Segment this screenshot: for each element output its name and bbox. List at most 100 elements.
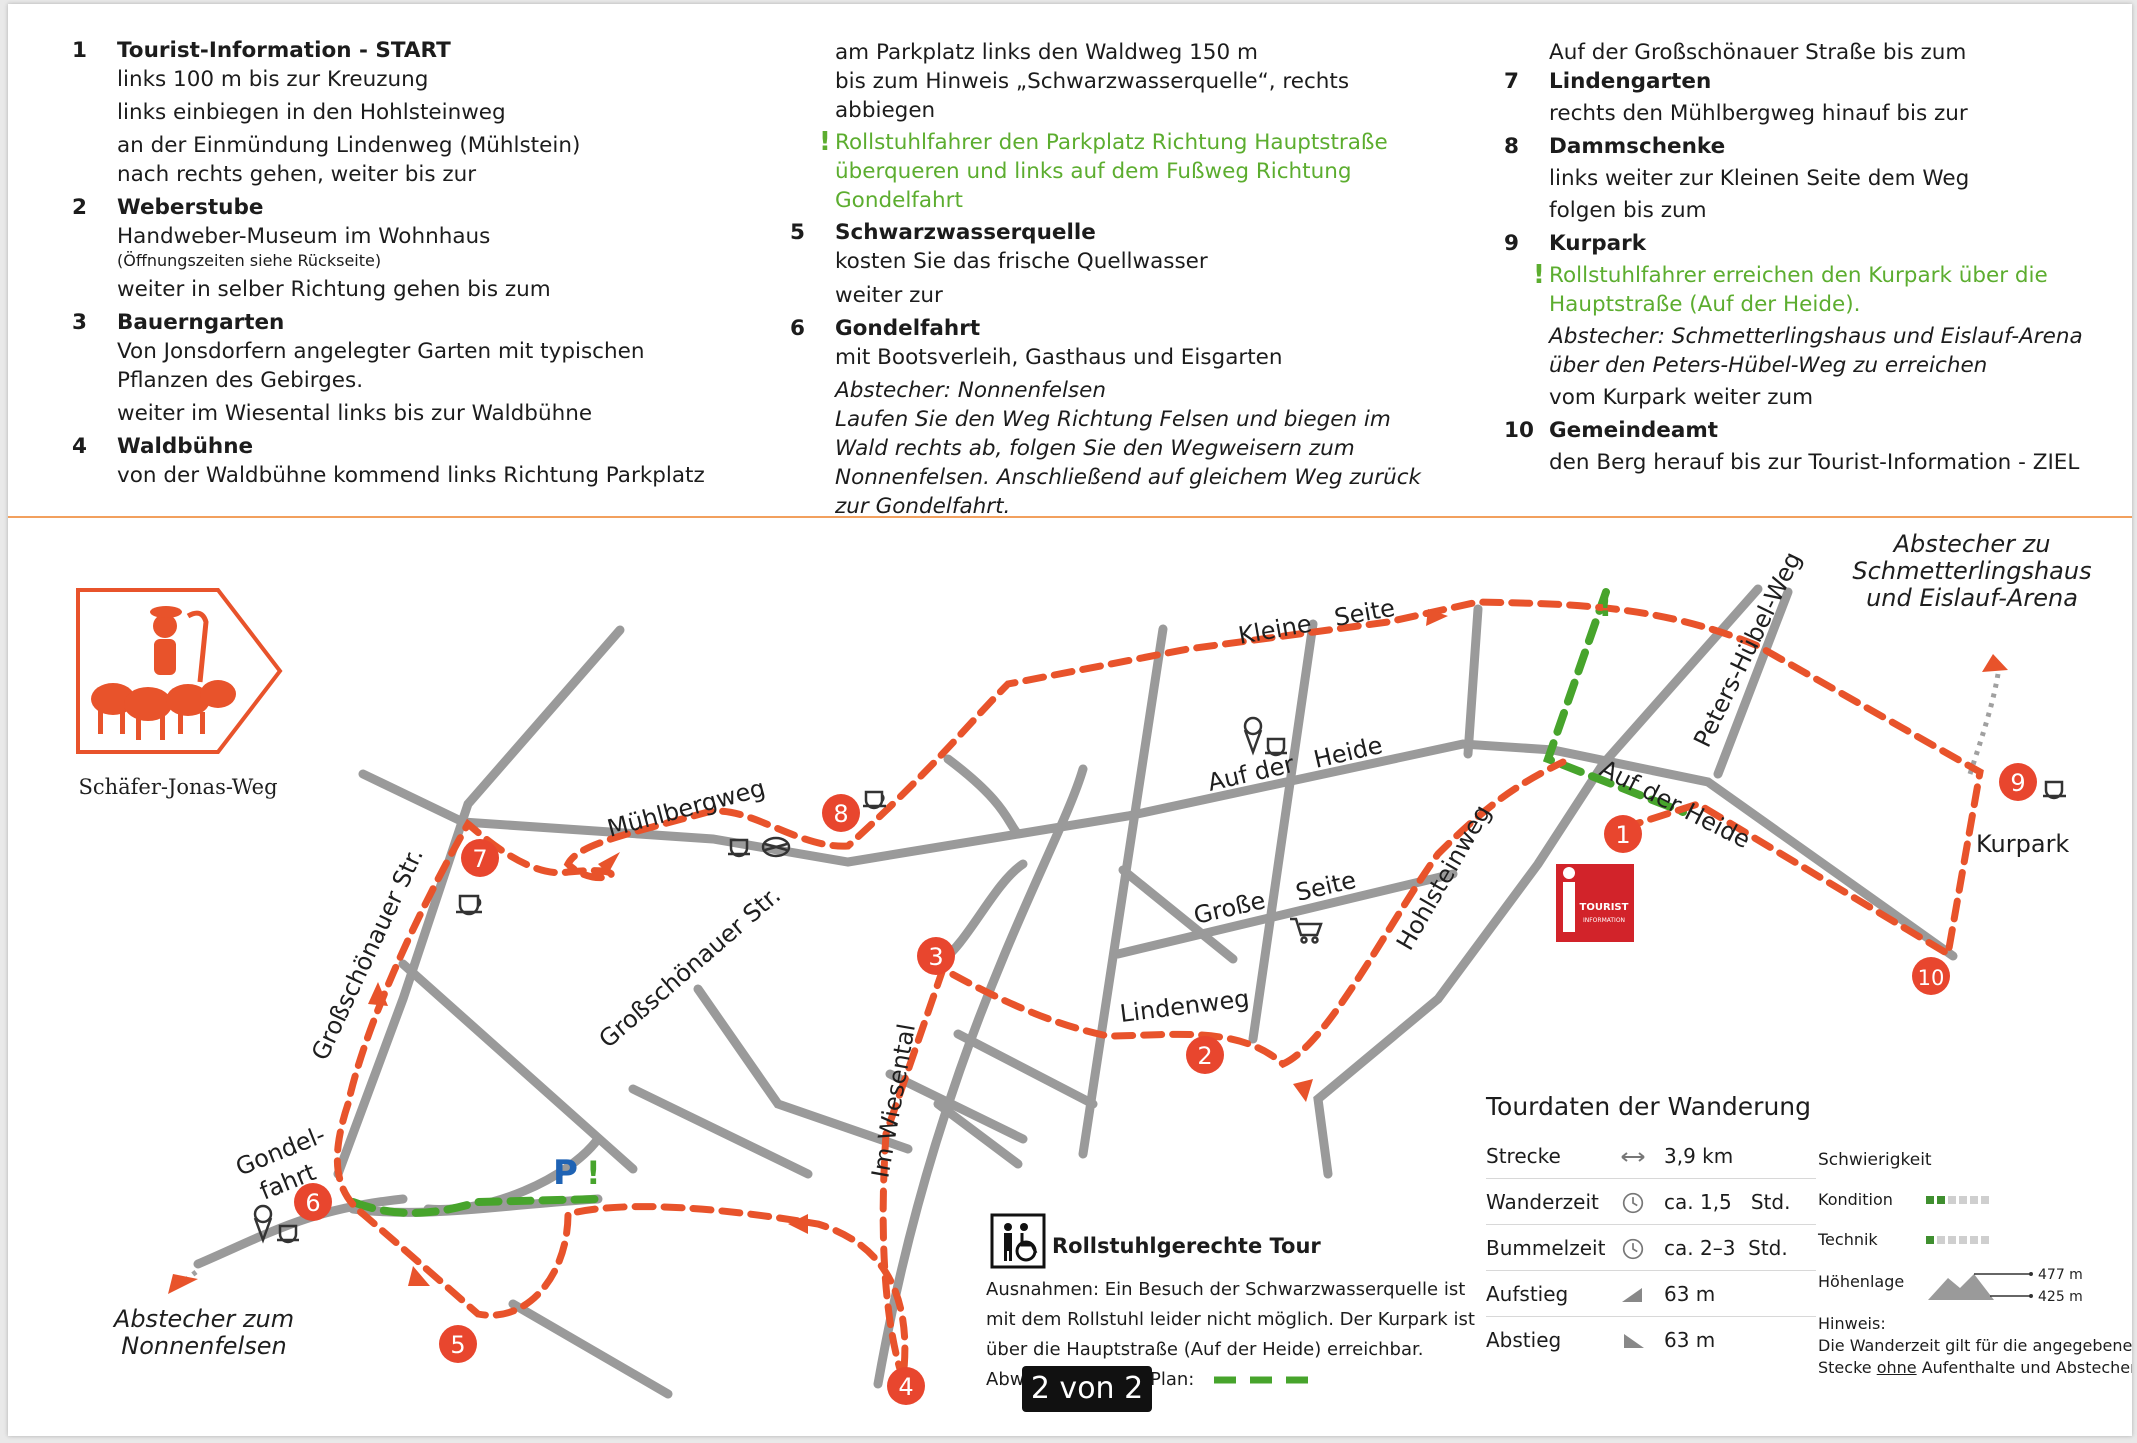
tour-value: 3,9 km	[1664, 1144, 1734, 1168]
page-counter: 2 von 2	[1022, 1366, 1152, 1412]
station-8: 8 Dammschenke links weiter zur Kleinen S…	[1504, 132, 2124, 225]
note-line: Die Wanderzeit gilt für die angegebene	[1818, 1336, 2132, 1355]
rating-dot	[1959, 1236, 1967, 1244]
station-title: Gondelfahrt	[835, 316, 981, 341]
marker-6: 6	[294, 1183, 332, 1221]
station-4: 4 Waldbühne von der Waldbühne kommend li…	[72, 432, 712, 490]
directions-column-2: am Parkplatz links den Waldweg 150 m bis…	[790, 38, 1430, 525]
marker-3: 3	[917, 937, 955, 975]
altitude-max: 477 m	[2038, 1267, 2083, 1283]
detour-label: Abstecher zu	[1892, 530, 2051, 558]
route-map: 1 2 3 4 5 6 7 8 9 10 Kleine Seite Mühlbe…	[76, 530, 2092, 1405]
cafe-icon	[863, 790, 886, 810]
detour-arrow-icon	[168, 1274, 198, 1294]
station-title: Gemeindeamt	[1549, 418, 1719, 443]
direction-line: Handweber-Museum im Wohnhaus	[117, 224, 491, 249]
station-number: 5	[790, 220, 805, 245]
wheelchair-hint: ! Rollstuhlfahrer den Parkplatz Richtung…	[819, 128, 1430, 215]
warning-icon: !	[819, 127, 831, 157]
warning-icon: !	[586, 1154, 601, 1192]
fitness-label: Kondition	[1818, 1190, 1893, 1209]
opening-hours-note: (Öffnungszeiten siehe Rückseite)	[117, 251, 382, 270]
rating-dot	[1948, 1196, 1956, 1204]
tour-row-descent: Abstieg 63 m	[1486, 1322, 1816, 1362]
rating-dot	[1959, 1196, 1967, 1204]
rating-dot	[1937, 1196, 1945, 1204]
station-number: 10	[1504, 418, 1534, 443]
directions-column-3: Auf der Großschönauer Straße bis zum 7 L…	[1504, 38, 2124, 481]
station-title: Waldbühne	[117, 434, 254, 459]
rating-dot	[1926, 1196, 1934, 1204]
detour-line: zur Gondelfahrt.	[835, 494, 1011, 519]
station-number: 4	[72, 434, 87, 459]
direction-line: Pflanzen des Gebirges.	[117, 368, 364, 393]
ice-cream-cafe-icon	[1243, 716, 1287, 757]
direction-line: links 100 m bis zur Kreuzung	[117, 67, 429, 92]
rating-dot	[1926, 1236, 1934, 1244]
detour-labels: Abstecher zum Nonnenfelsen Abstecher zu …	[112, 530, 2092, 1360]
direction-line: Von Jonsdorfern angelegter Garten mit ty…	[117, 339, 645, 364]
altitude-label: Höhenlage	[1818, 1272, 1905, 1291]
tour-label: Aufstieg	[1486, 1282, 1569, 1306]
distance-arrow-icon	[1621, 1152, 1645, 1162]
station-title: Weberstube	[117, 195, 264, 220]
hint-line: Rollstuhlfahrer den Parkplatz Richtung H…	[835, 130, 1388, 155]
wheelchair-legend-line: Abw Plan:	[986, 1365, 1446, 1395]
clock-icon	[1622, 1238, 1644, 1260]
parking-icon: P	[553, 1153, 578, 1193]
svg-text:1: 1	[1615, 821, 1630, 849]
trail-logo	[76, 588, 283, 754]
ascent-icon	[1622, 1288, 1642, 1302]
station-number: 8	[1504, 134, 1519, 159]
detour-label: Schmetterlingshaus	[1852, 557, 2091, 585]
direction-line: weiter zur	[835, 283, 943, 308]
street-network	[193, 584, 1958, 1399]
station-title: Lindengarten	[1549, 69, 1712, 94]
wheelchair-line: mit dem Rollstuhl leider nicht möglich. …	[986, 1309, 1475, 1330]
tour-label: Strecke	[1486, 1144, 1561, 1168]
wheelchair-text: Ausnahmen: Ein Besuch der Schwarzwasserq…	[986, 1275, 1475, 1395]
station-number: 1	[72, 38, 87, 63]
direction-line: mit Bootsverleih, Gasthaus und Eisgarten	[835, 345, 1283, 370]
station-title: Tourist-Information - START	[117, 38, 451, 63]
detour-label: und Eislauf-Arena	[1866, 584, 2078, 612]
tour-row-stroll-time: Bummelzeit ca. 2–3 Std.	[1486, 1230, 1816, 1271]
station-title: Bauerngarten	[117, 310, 285, 335]
descent-icon	[1624, 1334, 1644, 1348]
street-label: Großschönauer Str.	[594, 881, 786, 1053]
street-label: Seite	[1332, 594, 1397, 632]
direction-line: an der Einmündung Lindenweg (Mühlstein)	[117, 133, 581, 158]
marker-7: 7	[461, 839, 499, 877]
station-7: 7 Lindengarten rechts den Mühlbergweg hi…	[1504, 67, 2124, 128]
svg-text:9: 9	[2010, 769, 2025, 797]
marker-4: 4	[887, 1367, 925, 1405]
station-number: 7	[1504, 69, 1519, 94]
rating-dot	[1970, 1236, 1978, 1244]
route-arrows	[368, 609, 1448, 1286]
street-label: Hohlsteinweg	[1391, 800, 1497, 955]
logo-text: INFORMATION	[1583, 917, 1625, 924]
note-line: Stecke ohne Aufenthalte und Abstecher.	[1818, 1358, 2132, 1377]
technique-rating	[1926, 1236, 1989, 1244]
marker-9: 9	[1999, 763, 2037, 801]
detour-line: Wald rechts ab, folgen Sie den Wegweiser…	[835, 436, 1355, 461]
brochure-page: 1 Tourist-Information - START links 100 …	[8, 4, 2132, 1436]
logo-text: TOURIST	[1580, 902, 1629, 913]
wheelchair-line: über die Hauptstraße (Auf der Heide) err…	[986, 1339, 1424, 1360]
marker-2: 2	[1186, 1036, 1224, 1074]
wheelchair-title: Rollstuhlgerechte Tour	[1052, 1234, 1321, 1258]
svg-text:8: 8	[833, 800, 848, 828]
street-label: Kurpark	[1976, 830, 2069, 858]
directions-column-1: 1 Tourist-Information - START links 100 …	[72, 36, 712, 494]
svg-text:3: 3	[928, 943, 943, 971]
tour-value: 63 m	[1664, 1282, 1716, 1306]
svg-text:2: 2	[1197, 1042, 1212, 1070]
direction-line: vom Kurpark weiter zum	[1549, 385, 1814, 410]
direction-line: rechts den Mühlbergweg hinauf bis zur	[1549, 101, 1968, 126]
rating-dot	[1981, 1196, 1989, 1204]
station-3: 3 Bauerngarten Von Jonsdorfern angelegte…	[72, 308, 712, 428]
note-title: Hinweis:	[1818, 1314, 1886, 1333]
tour-label: Bummelzeit	[1486, 1236, 1606, 1260]
direction-line: am Parkplatz links den Waldweg 150 m	[835, 40, 1258, 65]
legend-text: Abw	[986, 1369, 1025, 1390]
